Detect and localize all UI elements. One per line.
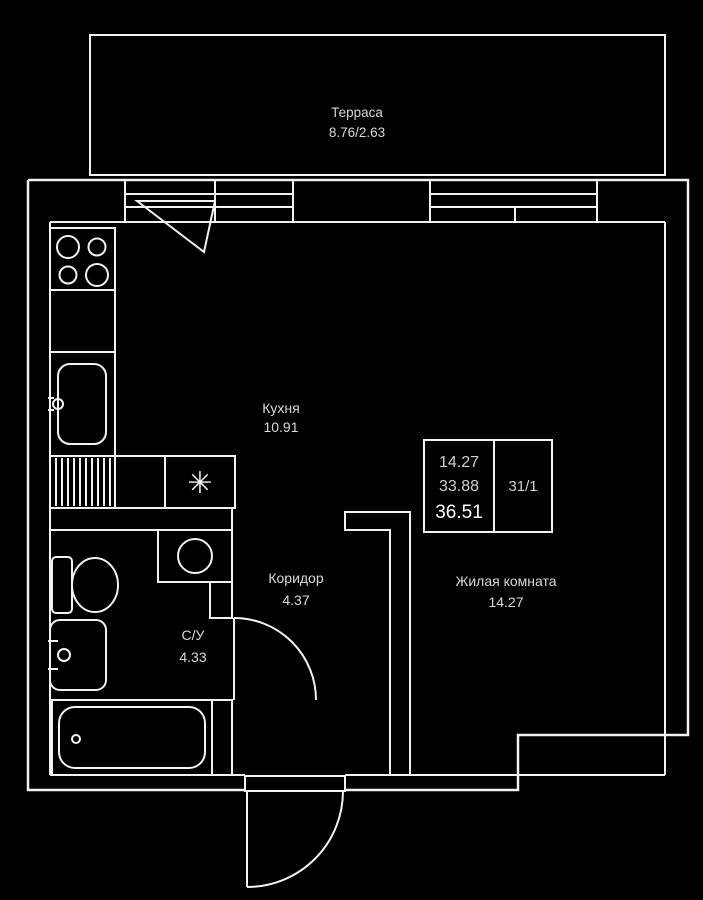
terrace-zone: Терраса 8.76/2.63 (89, 34, 666, 176)
washing-machine-icon (49, 455, 116, 509)
balcony-door-swing-icon (134, 200, 217, 254)
entrance-door-threshold (244, 775, 346, 792)
bathroom-door (233, 617, 317, 701)
kitchen-area: 10.91 (263, 419, 298, 435)
kitchen-counter (49, 289, 116, 353)
corridor-label: Коридор (268, 570, 324, 586)
bathroom-right-wall-lower (209, 699, 233, 776)
washbasin-icon (48, 619, 107, 691)
kitchen-counter-2 (114, 455, 166, 509)
windows (124, 179, 598, 254)
bathroom-label: С/У (182, 627, 205, 643)
info-box: 14.27 33.88 36.51 31/1 (423, 439, 553, 533)
entrance-door-swing-icon (246, 790, 344, 888)
living-room-area: 14.27 (488, 594, 523, 610)
info-floor-area: 33.88 (439, 478, 479, 495)
doors (233, 617, 346, 888)
kitchen-fixtures: ✳ (48, 227, 236, 509)
info-living-area: 14.27 (439, 454, 479, 471)
bathroom-door-swing-icon (233, 617, 317, 701)
bathroom-fixtures (48, 529, 233, 776)
kitchen-sink-icon (48, 351, 116, 457)
bathroom-area: 4.33 (179, 649, 206, 665)
refrigerator-icon: ✳ (164, 455, 236, 509)
terrace-label: Терраса (331, 105, 383, 120)
stove-icon (49, 227, 116, 291)
cabinet-sink-icon (157, 529, 233, 583)
toilet-icon (51, 556, 119, 614)
info-box-outline (423, 439, 553, 533)
living-room-label: Жилая комната (455, 573, 556, 589)
info-unit-number: 31/1 (508, 478, 537, 495)
balcony-door-window (124, 179, 294, 254)
info-total-area: 36.51 (435, 502, 483, 523)
corridor-area: 4.37 (282, 592, 309, 608)
terrace-outline (89, 34, 666, 176)
corridor-living-wall (344, 511, 411, 776)
kitchen-label: Кухня (262, 400, 299, 416)
refrigerator-symbol: ✳ (187, 467, 212, 500)
living-room-window (429, 179, 598, 223)
bathtub-icon (51, 699, 213, 776)
room-labels: Кухня 10.91 Коридор 4.37 С/У 4.33 Жилая … (179, 400, 556, 665)
bathroom-top-wall (49, 507, 233, 531)
terrace-area: 8.76/2.63 (329, 125, 385, 140)
entrance-door (244, 775, 346, 888)
